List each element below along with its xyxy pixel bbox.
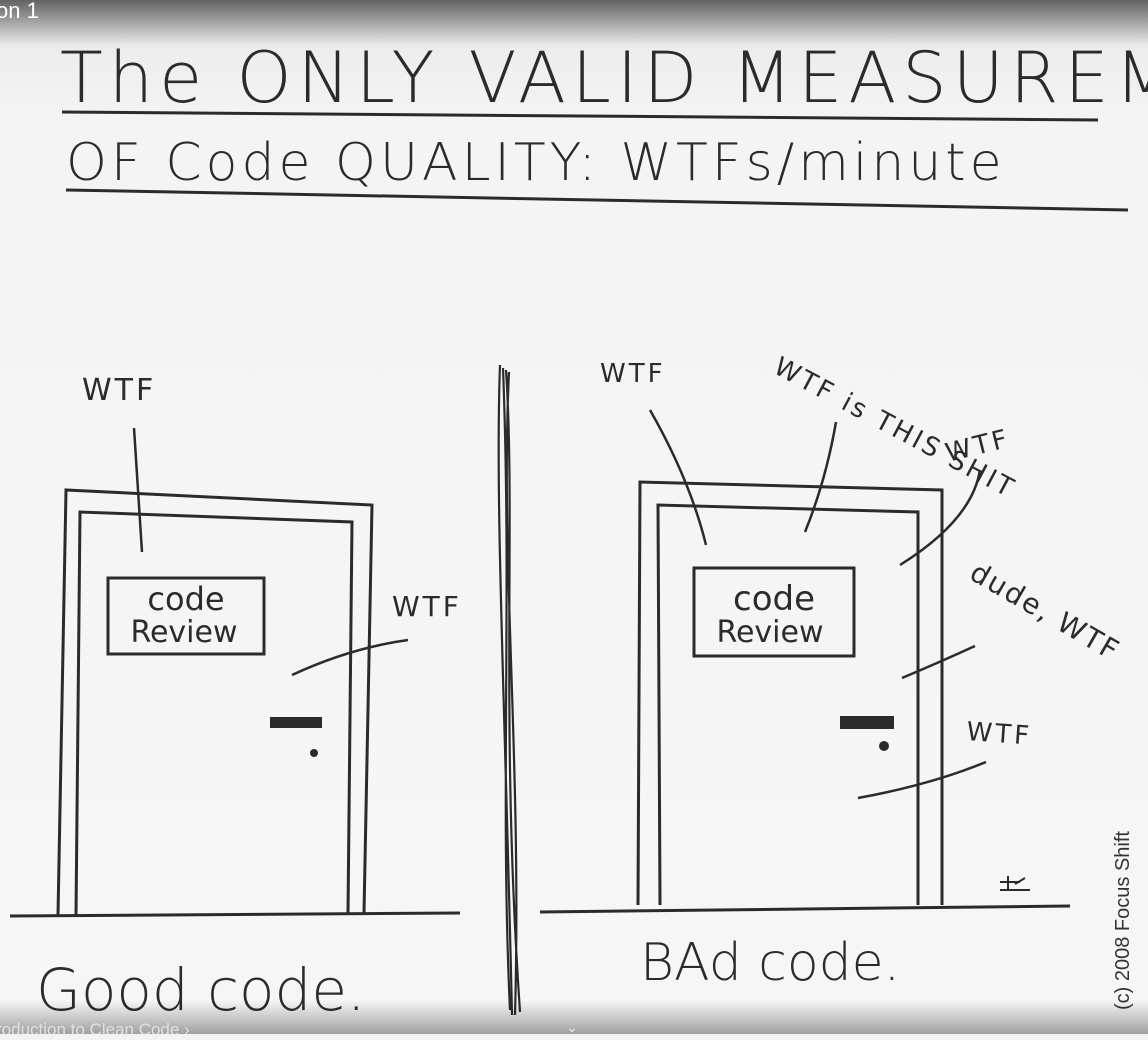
bad-wtf-3-line	[899, 469, 982, 567]
title-line2: OF Code QUALITY: WTFs/minute	[66, 133, 1006, 193]
copyright-notice: (c) 2008 Focus Shift	[1112, 831, 1134, 1010]
bad-wtf-4-line	[901, 644, 976, 680]
video-title-overlay: on 1	[0, 0, 1148, 46]
good-sign-line1: code	[147, 580, 224, 618]
bad-door-keyhole	[879, 741, 889, 751]
bad-door: code Review	[636, 480, 944, 906]
bad-wtf-4: dude, WTF	[965, 555, 1126, 667]
video-controls-overlay: roduction to Clean Code › ⌄	[0, 1000, 1148, 1039]
bad-wtf-2: WTF is THIS SHIT	[769, 352, 1021, 505]
good-door-keyhole	[310, 749, 318, 757]
bad-sign-line2: Review	[716, 615, 823, 650]
good-sign	[106, 576, 266, 656]
panel-divider	[497, 364, 522, 1016]
bad-door-handle	[840, 716, 894, 729]
bad-sign-line1: code	[733, 579, 815, 619]
bad-wtf-1: WTF	[600, 359, 666, 389]
bad-wtf-5-line	[857, 760, 987, 800]
video-title[interactable]: on 1	[0, 0, 39, 23]
title-underline-2	[65, 188, 1129, 212]
good-wtf-1: WTF	[82, 373, 156, 408]
signature-mark	[1000, 876, 1030, 891]
bad-caption: BAd code.	[640, 933, 900, 993]
bad-wtf-2-line	[803, 421, 838, 533]
title-underline-1	[61, 110, 1099, 122]
good-door-handle	[270, 717, 322, 728]
good-floor	[9, 911, 461, 918]
chevron-down-icon[interactable]: ⌄	[566, 1020, 578, 1036]
bad-wtf-1-line	[648, 409, 708, 546]
good-door: code Review	[56, 488, 374, 916]
good-sign-line2: Review	[130, 615, 237, 650]
good-wtf-2: WTF	[392, 590, 462, 623]
bad-wtf-5: WTF	[966, 717, 1033, 751]
bad-sign	[692, 566, 856, 658]
good-wtf-1-line	[132, 427, 144, 553]
good-caption: Good code.	[36, 956, 365, 1024]
bad-floor	[539, 904, 1071, 914]
title-line1: The ONLY VALID MEASUREMENT	[60, 37, 1148, 119]
chapter-link[interactable]: roduction to Clean Code ›	[0, 1020, 190, 1039]
good-wtf-2-line	[291, 638, 409, 677]
